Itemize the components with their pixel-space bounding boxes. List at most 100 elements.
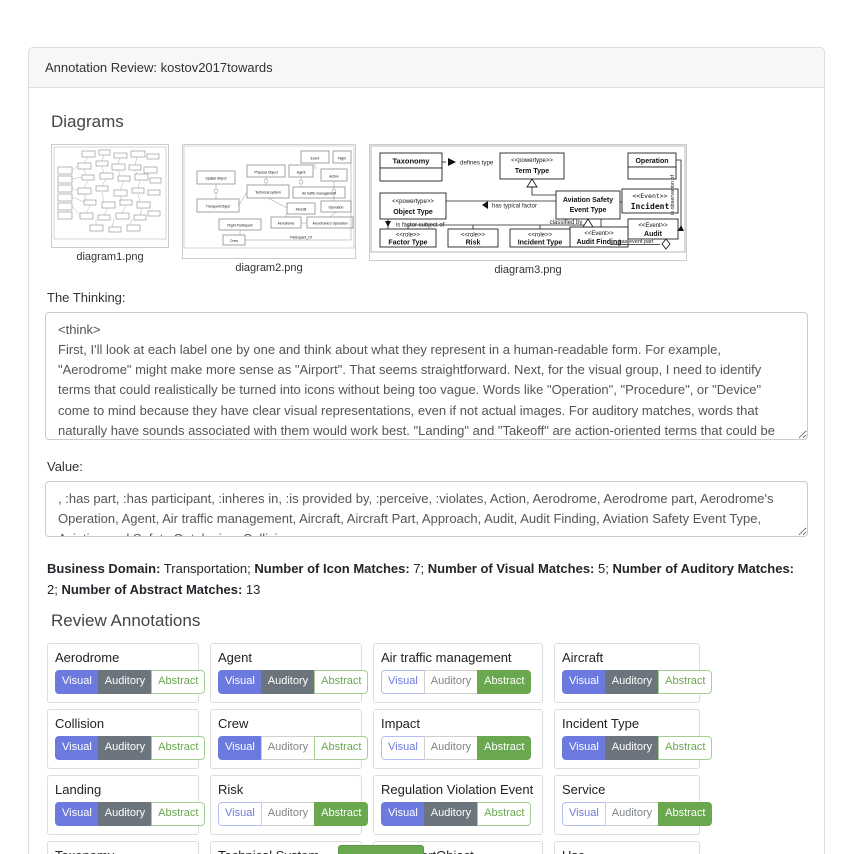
annotation-button-group: Visual Auditory Abstract [381, 801, 532, 826]
value-label: Value: [47, 459, 83, 474]
annotation-term: Service [562, 781, 606, 797]
abstract-button[interactable]: Abstract [151, 735, 206, 760]
value-textarea[interactable]: , :has part, :has participant, :inheres … [45, 481, 808, 537]
auditory-button[interactable]: Auditory [423, 735, 479, 760]
abstract-button[interactable]: Abstract [151, 801, 206, 826]
annotation-card: Landing Visual Auditory Abstract [47, 774, 206, 835]
d2-label: Participant_Of [290, 236, 312, 240]
d2-label: Operation [329, 206, 344, 210]
d2-label: Agent [297, 171, 306, 175]
visual-button[interactable]: Visual [55, 669, 99, 694]
abstract-button[interactable]: Abstract [658, 735, 713, 760]
d3-role-stereotype: <<role>> [528, 233, 553, 239]
d3-role-stereotype: <<role>> [396, 233, 421, 239]
d3-event-type: Event Type [570, 207, 607, 214]
annotation-button-group: Visual Auditory Abstract [55, 669, 206, 694]
partial-bottom-button[interactable] [338, 845, 424, 854]
visual-button[interactable]: Visual [218, 801, 262, 826]
auditory-button[interactable]: Auditory [97, 735, 153, 760]
visual-button[interactable]: Visual [381, 735, 425, 760]
annotation-button-group: Visual Auditory Abstract [381, 669, 532, 694]
auditory-button[interactable]: Auditory [604, 801, 660, 826]
d2-label: Physical Object [254, 171, 277, 175]
auditory-button[interactable]: Auditory [260, 801, 316, 826]
annotation-button-group: Visual Auditory Abstract [55, 735, 206, 760]
diagram1-thumbnail: diagram1.png [51, 144, 169, 263]
visual-button[interactable]: Visual [562, 669, 606, 694]
diagrams-heading: Diagrams [51, 112, 124, 131]
visual-button[interactable]: Visual [562, 735, 606, 760]
diagram2-image: Event Flight Physical Object Agent Actio… [182, 144, 356, 259]
visual-button[interactable]: Visual [55, 735, 99, 760]
visual-button[interactable]: Visual [55, 801, 99, 826]
abstract-button[interactable]: Abstract [477, 801, 532, 826]
auditory-button[interactable]: Auditory [423, 801, 479, 826]
auditory-button[interactable]: Auditory [604, 669, 660, 694]
diagram3-caption: diagram3.png [494, 264, 562, 276]
thinking-textarea[interactable]: <think> First, I'll look at each label o… [45, 312, 808, 440]
visual-button[interactable]: Visual [381, 801, 425, 826]
annotation-term: Aircraft [562, 649, 604, 665]
annotation-card: Crew Visual Auditory Abstract [210, 708, 369, 769]
annotation-button-group: Visual Auditory Abstract [218, 801, 369, 826]
d2-label: Flight Participant [227, 224, 252, 228]
annotation-card: Service Visual Auditory Abstract [554, 774, 713, 835]
diagram3-thumbnail: Taxonomy defines type <<powertype>> Term… [369, 144, 687, 276]
visual-button[interactable]: Visual [562, 801, 606, 826]
abstract-button[interactable]: Abstract [314, 735, 369, 760]
d2-label: Aerodrome [278, 222, 295, 226]
d2-label: Spatial Object [205, 177, 226, 181]
diagram1-image [51, 144, 169, 248]
d3-event-stereotype: <<Event>> [632, 192, 667, 200]
visual-matches-value: 5; [594, 561, 613, 576]
auditory-button[interactable]: Auditory [97, 801, 153, 826]
d2-label: Action [329, 175, 339, 179]
auditory-button[interactable]: Auditory [97, 669, 153, 694]
annotation-card: Regulation Violation Event Visual Audito… [373, 774, 543, 835]
d2-label: Technical system [255, 191, 281, 195]
d3-is-factor-subject-of: is factor subject of [396, 223, 445, 229]
business-domain-value: Transportation; [160, 561, 255, 576]
d3-has-typical-factor: has typical factor [492, 204, 537, 210]
icon-matches-label: Number of Icon Matches: [254, 561, 410, 576]
annotation-term: TransportObject [381, 848, 535, 854]
d3-event-stereotype: <<Event>> [638, 223, 668, 229]
visual-button[interactable]: Visual [218, 735, 262, 760]
auditory-button[interactable]: Auditory [604, 735, 660, 760]
annotation-button-group: Visual Auditory Abstract [562, 801, 713, 826]
abstract-matches-value: 13 [242, 582, 261, 598]
card-body: Diagrams [29, 88, 824, 854]
diagram-thumbnails: diagram1.png [51, 144, 808, 276]
abstract-button[interactable]: Abstract [658, 669, 713, 694]
visual-button[interactable]: Visual [218, 669, 262, 694]
d3-incident-type: Incident Type [518, 240, 563, 247]
abstract-button[interactable]: Abstract [314, 669, 369, 694]
annotation-card: Agent Visual Auditory Abstract [210, 642, 369, 703]
annotation-card: Taxonomy Visual Auditory Abstract [47, 840, 199, 854]
visual-button[interactable]: Visual [381, 669, 425, 694]
abstract-button[interactable]: Abstract [151, 669, 206, 694]
auditory-button[interactable]: Auditory [260, 669, 316, 694]
d3-audit: Audit [644, 231, 663, 238]
abstract-button[interactable]: Abstract [477, 669, 532, 694]
annotation-term: Regulation Violation Event [381, 781, 534, 797]
abstract-button[interactable]: Abstract [658, 801, 713, 826]
annotation-term: Agent [218, 649, 252, 665]
annotation-review-card: Annotation Review: kostov2017towards Dia… [28, 47, 825, 854]
auditory-button[interactable]: Auditory [260, 735, 316, 760]
annotation-card: Aerodrome Visual Auditory Abstract [47, 642, 206, 703]
annotation-card: Air traffic management Visual Auditory A… [373, 642, 543, 703]
abstract-button[interactable]: Abstract [314, 801, 369, 826]
auditory-button[interactable]: Auditory [423, 669, 479, 694]
annotation-term: Technical System [218, 848, 354, 854]
d3-powertype: <<powertype>> [511, 158, 553, 164]
annotation-term: Incident Type [562, 715, 640, 731]
abstract-button[interactable]: Abstract [477, 735, 532, 760]
annotation-button-group: Visual Auditory Abstract [562, 735, 713, 760]
d3-factor-type: Factor Type [388, 240, 427, 247]
card-header-title: Annotation Review: kostov2017towards [29, 48, 824, 88]
annotation-button-group: Visual Auditory Abstract [218, 669, 369, 694]
abstract-matches-label: Number of Abstract Matches: [61, 582, 243, 598]
d3-taxonomy: Taxonomy [393, 157, 431, 166]
business-domain-label: Business Domain: [47, 561, 161, 576]
